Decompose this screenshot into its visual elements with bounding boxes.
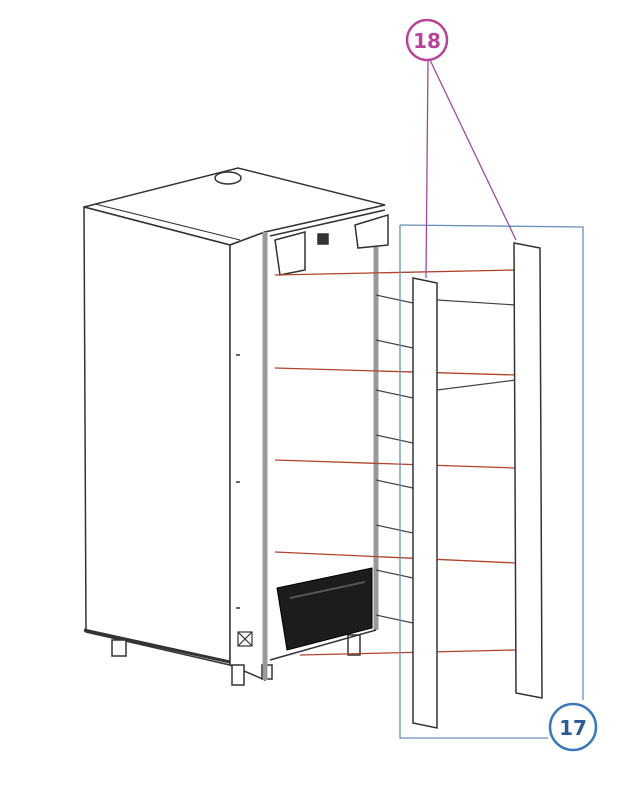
bottom-drawer: [276, 567, 373, 651]
foot: [231, 664, 245, 686]
rack-rungs: [375, 294, 517, 624]
callout-17: 17: [548, 702, 598, 752]
callout-18: 18: [405, 18, 449, 62]
top-bracket: [274, 231, 306, 276]
cabinet: [83, 167, 389, 686]
rear-strip: [513, 242, 543, 699]
assembly-bracket: [399, 224, 584, 700]
assembly-bracket: [399, 225, 548, 739]
shelf-lines: [274, 269, 517, 656]
leader-line: [429, 59, 517, 241]
foot: [347, 634, 361, 656]
cabinet-front: [83, 206, 231, 666]
callout-label: 17: [559, 716, 587, 740]
leader-line: [425, 59, 429, 279]
top-cap: [214, 171, 242, 185]
front-strip: [412, 277, 438, 729]
cabinet-side-panel: [229, 230, 266, 682]
foot: [111, 639, 127, 657]
top-bracket: [354, 213, 389, 249]
callout-label: 18: [413, 29, 441, 53]
logo-mark: [237, 631, 253, 647]
top-bracket-hole: [317, 233, 329, 245]
